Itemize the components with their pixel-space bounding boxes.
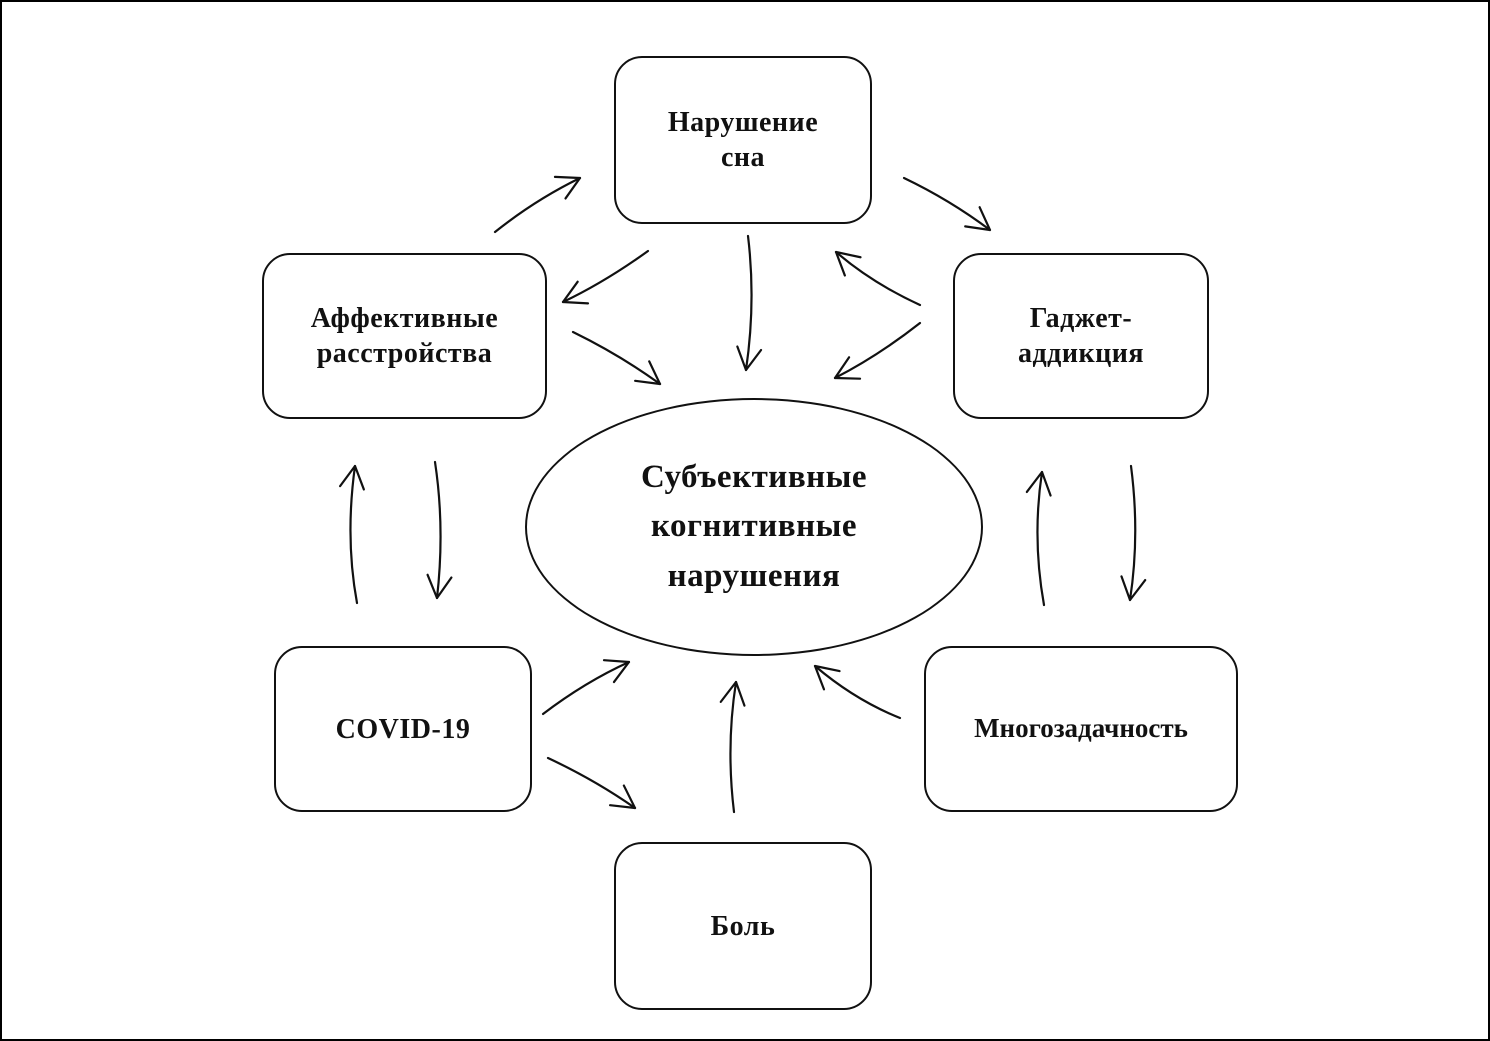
gadget-line-2: аддикция bbox=[1017, 338, 1144, 369]
arrow-gadget-to-multi bbox=[1120, 464, 1147, 602]
node-pain: Боль bbox=[614, 842, 872, 1010]
affect-line-1: Аффективные bbox=[310, 303, 499, 334]
center-line-1: Субъективные bbox=[640, 458, 868, 495]
arrow-affect-to-covid bbox=[426, 460, 453, 600]
node-subjective-cognitive-impairment: Субъективные когнитивные нарушения bbox=[525, 398, 983, 656]
covid-line-1: COVID-19 bbox=[335, 713, 471, 745]
arrow-sleep-to-affect bbox=[561, 249, 650, 305]
arrow-sleep-to-gadget bbox=[902, 176, 992, 232]
node-affective-disorders: Аффективные расстройства bbox=[262, 253, 547, 419]
node-gadget-addiction: Гаджет- аддикция bbox=[953, 253, 1209, 419]
arrow-covid-to-center bbox=[541, 659, 631, 716]
arrow-multi-to-center bbox=[813, 664, 902, 720]
arrow-affect-to-center bbox=[571, 330, 662, 386]
affect-line-2: расстройства bbox=[316, 338, 493, 369]
arrow-gadget-to-sleep bbox=[834, 250, 922, 307]
pain-line-1: Боль bbox=[710, 910, 776, 942]
gadget-line-1: Гаджет- bbox=[1029, 303, 1133, 334]
arrow-multi-to-gadget bbox=[1025, 470, 1052, 607]
sleep-line-1: Нарушение bbox=[667, 107, 819, 138]
arrow-affect-to-sleep bbox=[493, 175, 582, 234]
multi-line-1: Многозадачность bbox=[974, 713, 1188, 744]
center-line-2: когнитивные bbox=[650, 508, 858, 545]
arrow-gadget-to-center bbox=[833, 321, 922, 380]
arrow-pain-to-center bbox=[719, 680, 746, 814]
sleep-line-2: сна bbox=[720, 142, 766, 173]
arrow-covid-to-affect bbox=[338, 464, 365, 605]
center-line-3: нарушения bbox=[667, 557, 841, 594]
node-covid-19: COVID-19 bbox=[274, 646, 532, 812]
node-multitasking: Многозадачность bbox=[924, 646, 1238, 812]
node-sleep-disorder: Нарушение сна bbox=[614, 56, 872, 224]
arrow-sleep-to-center bbox=[736, 234, 763, 372]
arrow-covid-to-pain bbox=[546, 756, 637, 810]
